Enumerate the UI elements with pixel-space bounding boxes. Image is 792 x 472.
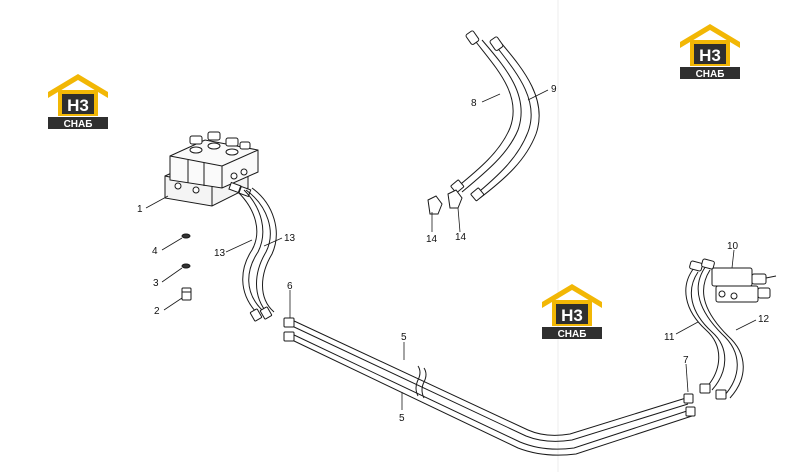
watermark-word: СНАБ [64, 119, 93, 130]
hose-pair-13 [237, 187, 277, 315]
hose-13-end-fittings [249, 306, 273, 322]
seal-ring-part-4 [181, 233, 191, 239]
hose-11-12-top-fittings [689, 258, 715, 272]
callout-part-3: 3 [153, 278, 159, 289]
pipe-connector-6 [283, 317, 295, 342]
bolt-part-2 [181, 287, 192, 301]
hose-pair-8-9 [455, 39, 540, 199]
callout-labels: 1 2 3 4 5 5 6 7 8 9 10 11 12 13 13 14 14 [137, 84, 770, 424]
hose-8-9-top-fittings [465, 30, 504, 51]
leader-lines [145, 89, 757, 410]
callout-part-12: 12 [758, 314, 770, 325]
watermark-letters: H3 [67, 96, 89, 115]
watermark-letters: H3 [561, 306, 583, 325]
callout-part-1: 1 [137, 204, 143, 215]
pipe-connector-7 [683, 393, 696, 417]
elbow-fitting-14 [427, 189, 463, 215]
callout-part-11: 11 [664, 332, 675, 343]
hose-11-12-bottom-fittings [699, 383, 727, 400]
callout-part-2: 2 [154, 306, 160, 317]
hose-8-9-bottom-fittings [450, 179, 485, 202]
callout-part-14-right: 14 [455, 232, 467, 243]
watermark-word: СНАБ [696, 69, 725, 80]
callout-part-10: 10 [727, 241, 739, 252]
callout-part-5-lower: 5 [399, 413, 405, 424]
pipe-break-mark [415, 365, 427, 399]
valve-part-10 [711, 267, 777, 303]
callout-part-9: 9 [551, 84, 557, 95]
callout-part-5-upper: 5 [401, 332, 407, 343]
steel-pipe-pair-5 [291, 319, 693, 456]
callout-part-6: 6 [287, 281, 293, 292]
watermark-word: СНАБ [558, 329, 587, 340]
watermark-letters: H3 [699, 46, 721, 65]
callout-part-14-left: 14 [426, 234, 438, 245]
watermark-logo-top-right: H3 СНАБ [680, 24, 740, 80]
seal-ring-part-3 [181, 263, 191, 269]
control-valve-block [164, 131, 259, 207]
callout-part-8: 8 [471, 98, 477, 109]
callout-part-13-right: 13 [284, 233, 296, 244]
callout-part-13-left: 13 [214, 248, 226, 259]
hose-pair-11-12 [685, 265, 744, 399]
callout-part-4: 4 [152, 246, 158, 257]
callout-part-7: 7 [683, 355, 689, 366]
watermark-logo-left: H3 СНАБ [48, 74, 108, 130]
watermark-logo-center: H3 СНАБ [542, 284, 602, 340]
